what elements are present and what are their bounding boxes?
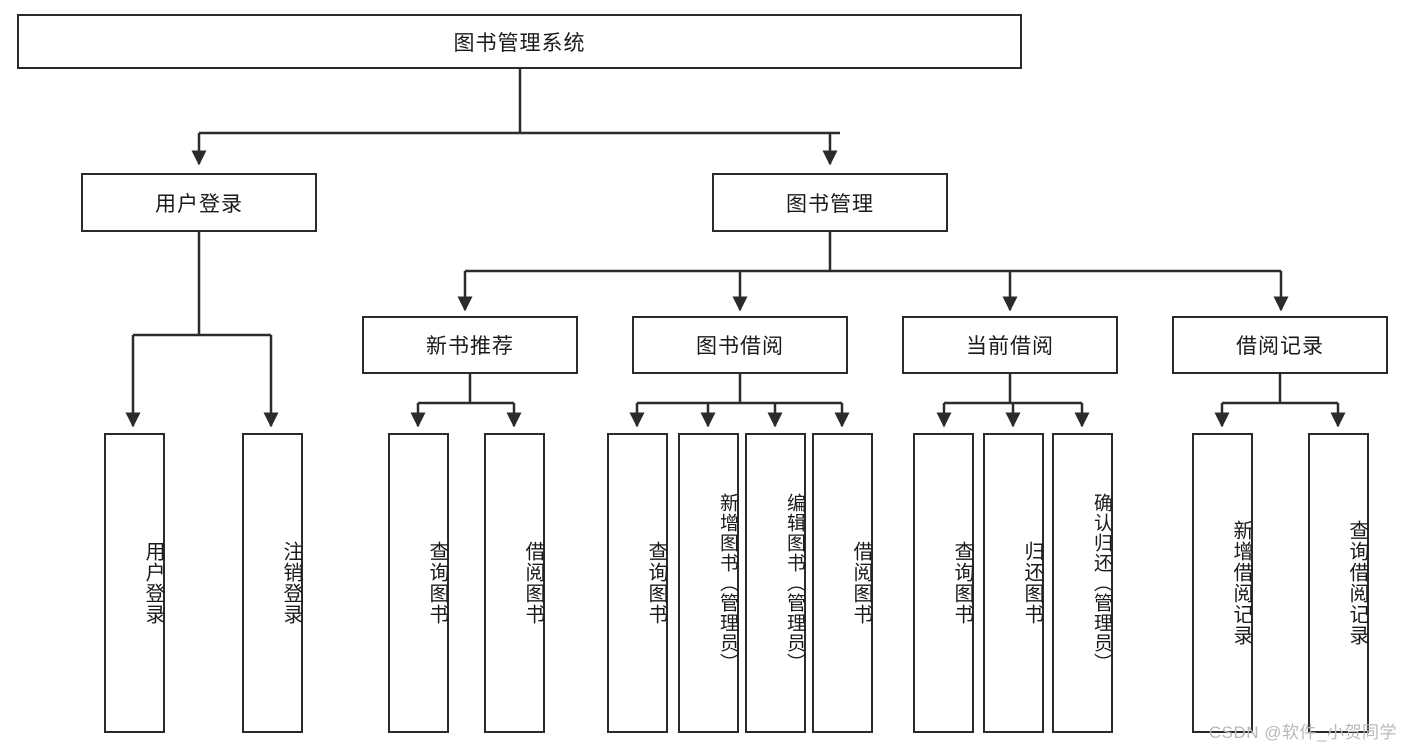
leaf-query-record[interactable]: 查询借阅记录: [1308, 433, 1369, 733]
node-book-manage[interactable]: 图书管理: [712, 173, 948, 232]
leaf-query-book-3[interactable]: 查询图书: [913, 433, 974, 733]
leaf-borrow-book-2[interactable]: 借阅图书: [812, 433, 873, 733]
leaf-confirm-return[interactable]: 确认归还（管理员）: [1052, 433, 1113, 733]
leaf-add-record[interactable]: 新增借阅记录: [1192, 433, 1253, 733]
csdn-watermark: CSDN @软件_小贺同学: [1208, 723, 1397, 742]
node-borrow-record[interactable]: 借阅记录: [1172, 316, 1388, 374]
leaf-add-book[interactable]: 新增图书（管理员）: [678, 433, 739, 733]
node-current-borrow[interactable]: 当前借阅: [902, 316, 1118, 374]
node-user-login[interactable]: 用户登录: [81, 173, 317, 232]
leaf-edit-book[interactable]: 编辑图书（管理员）: [745, 433, 806, 733]
leaf-logout[interactable]: 注销登录: [242, 433, 303, 733]
leaf-query-book-1[interactable]: 查询图书: [388, 433, 449, 733]
node-new-book-recommend[interactable]: 新书推荐: [362, 316, 578, 374]
leaf-user-login[interactable]: 用户登录: [104, 433, 165, 733]
leaf-return-book[interactable]: 归还图书: [983, 433, 1044, 733]
node-root[interactable]: 图书管理系统: [17, 14, 1022, 69]
leaf-query-book-2[interactable]: 查询图书: [607, 433, 668, 733]
node-book-borrow[interactable]: 图书借阅: [632, 316, 848, 374]
leaf-borrow-book-1[interactable]: 借阅图书: [484, 433, 545, 733]
